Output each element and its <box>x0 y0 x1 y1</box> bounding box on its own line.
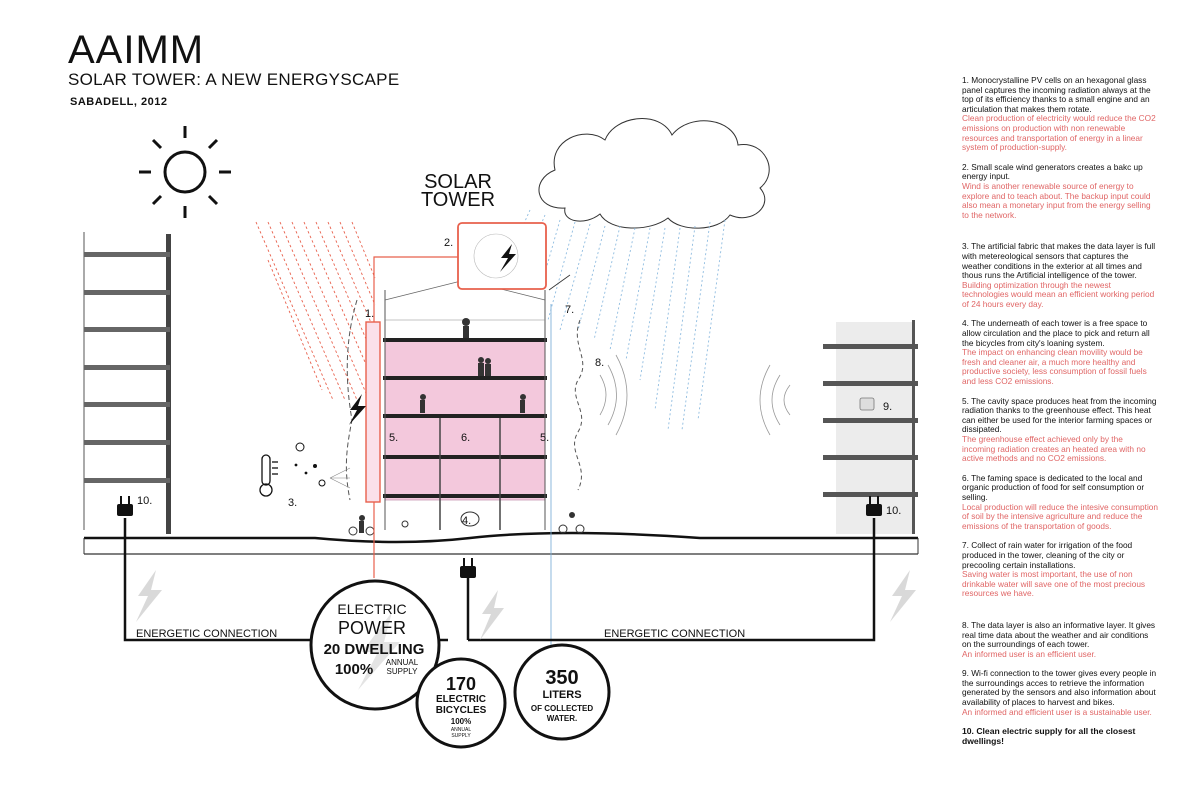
plug-icon <box>866 496 882 516</box>
place-date: SABADELL, 2012 <box>70 96 168 108</box>
tower-label-line-2: TOWER <box>421 189 495 211</box>
note-benefit: Saving water is most important, the use … <box>962 569 1146 599</box>
wifi-router-icon <box>859 397 875 411</box>
label-5-right: 5. <box>540 432 549 444</box>
water-line-1: LITERS <box>542 689 581 701</box>
lightning-icon <box>349 394 366 425</box>
bicycles-count: 170 <box>446 674 476 694</box>
pv-panel-curve-left <box>345 299 358 501</box>
note-text: 2. Small scale wind generators creates a… <box>962 161 1143 182</box>
rain-lines <box>509 209 726 431</box>
label-6: 6. <box>461 432 470 444</box>
water-circle <box>513 643 611 741</box>
power-annual: ANNUAL <box>386 658 419 667</box>
note-text: 9. Wi-fi connection to the tower gives e… <box>962 668 1157 708</box>
cloud-icon <box>538 118 770 229</box>
bicycles-supply: SUPPLY <box>451 733 471 739</box>
note-10: 10. Clean electric supply for all the cl… <box>962 726 1158 746</box>
tower-label-line-1: SOLAR <box>424 171 492 193</box>
water-line-3: WATER. <box>547 714 578 723</box>
note-text: 8. The data layer is also an informative… <box>962 619 1156 650</box>
power-line-3: 20 DWELLING <box>324 641 425 658</box>
sensor-icon <box>294 442 351 489</box>
ground-section <box>83 531 919 555</box>
label-4: 4. <box>462 515 471 527</box>
power-supply: SUPPLY <box>387 667 419 676</box>
power-line-1: ELECTRIC <box>337 601 406 617</box>
power-line-2: POWER <box>338 618 406 638</box>
solar-radiation-lines <box>255 221 376 401</box>
note-benefit: The impact on enhancing clean movility w… <box>962 347 1147 387</box>
note-text: 5. The cavity space produces heat from t… <box>962 395 1157 435</box>
page-subtitle: SOLAR TOWER: A NEW ENERGYSCAPE <box>68 70 400 89</box>
bicycles-line-2: BICYCLES <box>436 705 487 716</box>
notes-column: 1. Monocrystalline PV cells on an hexago… <box>962 75 1159 756</box>
solar-tower-diagram: SOLAR TOWER 1. 2. 3. 4. 5. 5. 6. 7. 8. 9… <box>83 118 919 749</box>
label-3: 3. <box>288 497 297 509</box>
note-text: 7. Collect of rain water for irrigation … <box>962 540 1133 570</box>
note-text: 3. The artificial fabric that makes the … <box>962 241 1156 281</box>
note-8: 8. The data layer is also an informative… <box>962 619 1158 659</box>
left-building <box>83 232 171 534</box>
label-5-left: 5. <box>389 432 398 444</box>
bicycles-annual: ANNUAL <box>451 727 472 733</box>
note-3: 3. The artificial fabric that makes the … <box>962 241 1158 309</box>
note-6: 6. The faming space is dedicated to the … <box>962 472 1159 532</box>
note-2: 2. Small scale wind generators creates a… <box>962 161 1158 221</box>
note-benefit: Local production will reduce the intesiv… <box>962 501 1159 531</box>
right-building <box>823 320 918 534</box>
note-benefit: An informed user is an efficient user. <box>962 648 1097 659</box>
label-10-left: 10. <box>137 495 152 507</box>
plug-icon <box>460 558 476 578</box>
wifi-arcs-building <box>759 364 791 436</box>
note-5: 5. The cavity space produces heat from t… <box>962 395 1158 464</box>
wind-generator <box>457 222 571 291</box>
note-9: 9. Wi-fi connection to the tower gives e… <box>962 668 1158 717</box>
label-1: 1. <box>365 308 374 320</box>
label-7: 7. <box>565 304 574 316</box>
bicycles-line-1: ELECTRIC <box>436 694 486 705</box>
page-title: AAIMM <box>68 28 205 72</box>
label-8: 8. <box>595 357 604 369</box>
bicycles-circle <box>415 657 507 749</box>
bicycles-pct: 100% <box>451 717 471 726</box>
power-feed-line <box>373 256 458 578</box>
note-text: 4. The underneath of each tower is a fre… <box>962 318 1150 348</box>
lightning-icon <box>136 570 916 640</box>
plug-icon <box>117 496 133 516</box>
lightning-icon <box>500 244 516 272</box>
note-benefit: Clean production of electricity would re… <box>962 113 1156 153</box>
energetic-connection-cable <box>123 518 876 642</box>
note-benefit: Wind is another renewable source of ener… <box>962 180 1151 220</box>
wifi-arcs-tower <box>599 354 628 436</box>
note-1: 1. Monocrystalline PV cells on an hexago… <box>962 75 1158 153</box>
note-text: 6. The faming space is dedicated to the … <box>962 472 1145 502</box>
power-pct: 100% <box>335 661 373 678</box>
data-layer-curve <box>574 319 584 491</box>
label-9: 9. <box>883 401 892 413</box>
solar-tower <box>348 279 585 536</box>
note-7: 7. Collect of rain water for irrigation … <box>962 541 1158 599</box>
energetic-connection-right: ENERGETIC CONNECTION <box>604 628 745 640</box>
lightning-icon <box>358 612 400 690</box>
note-benefit: An informed and efficient user is a sust… <box>962 706 1152 717</box>
water-count: 350 <box>545 667 578 689</box>
sun-icon <box>139 126 231 218</box>
energetic-connection-left: ENERGETIC CONNECTION <box>136 628 277 640</box>
label-2: 2. <box>444 237 453 249</box>
thermometer-icon <box>259 454 278 497</box>
note-text: 1. Monocrystalline PV cells on an hexago… <box>962 75 1151 114</box>
water-line-2: OF COLLECTED <box>531 704 593 713</box>
note-4: 4. The underneath of each tower is a fre… <box>962 319 1158 386</box>
note-benefit: The greenhouse effect achieved only by t… <box>962 434 1146 464</box>
note-benefit: Building optimization through the newest… <box>962 279 1155 309</box>
label-10-right: 10. <box>886 505 901 517</box>
note-text: 10. Clean electric supply for all the cl… <box>962 726 1136 746</box>
